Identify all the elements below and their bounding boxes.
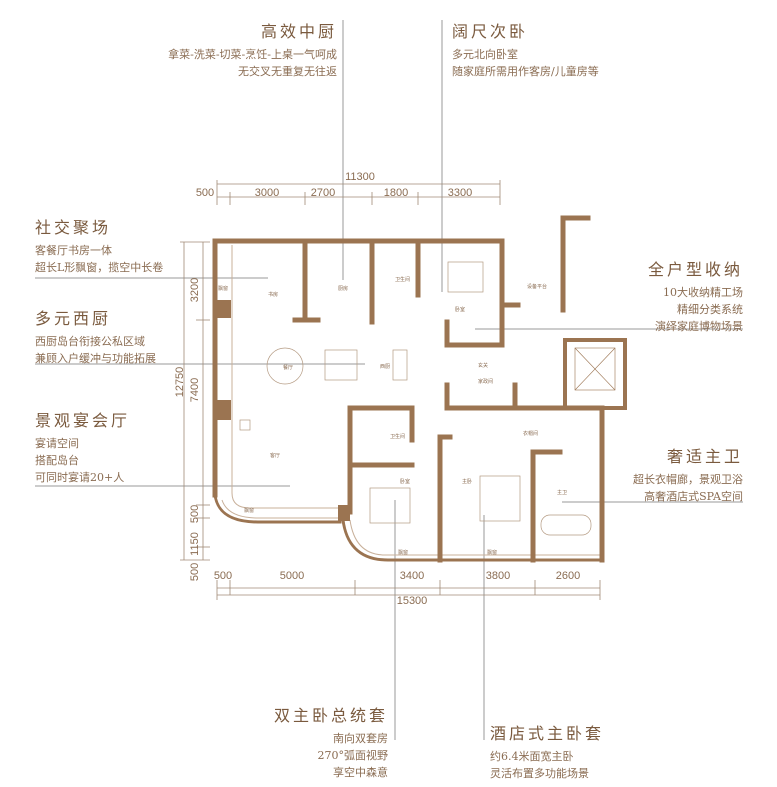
callout-title: 高效中厨 [260,22,337,41]
dim-left: 7400 [189,378,201,402]
callout-line: 多元北向卧室 [452,48,518,61]
dim-left-total: 12750 [174,367,186,398]
column [215,300,231,318]
callout-line: 超长衣帽廊，景观卫浴 [633,473,743,486]
callout-banquet: 景观宴会厅 宴请空间 搭配岛台 可同时宴请20+人 [35,407,130,486]
dimension-lines [180,180,601,600]
callout-line: 无交叉无重复无往返 [238,65,337,78]
room-kitchen: 厨房 [338,285,348,292]
callout-line: 270°弧面视野 [317,749,389,762]
callout-line: 10大收纳精工场 [663,286,743,299]
room-cloak: 衣帽间 [523,430,538,437]
callout-title: 阔尺次卧 [452,22,529,41]
callout-title: 多元西厨 [35,309,112,328]
dim-left: 500 [189,563,201,581]
room-bay: 飘窗 [398,549,408,556]
dim-left: 500 [189,505,201,523]
dim-bottom-total: 15300 [397,595,428,607]
dim-left: 1150 [189,532,201,556]
dim-bottom: 5000 [280,570,304,582]
column [338,505,350,521]
callout-line: 灵活布置多功能场景 [490,767,589,780]
callout-line: 享空中森意 [333,766,388,779]
callout-line: 客餐厅书房一体 [35,244,112,257]
room-west-kitchen: 西厨 [380,364,390,370]
dim-top: 3300 [448,187,472,199]
bed-master [479,475,521,522]
dim-bottom: 500 [214,570,232,582]
dim-left: 3200 [189,278,201,302]
callout-line: 西厨岛台衔接公私区域 [35,335,145,348]
callout-line: 搭配岛台 [35,454,79,467]
callout-line: 南向双套房 [333,732,388,745]
bed-south [369,487,411,524]
dim-bottom: 3400 [400,570,424,582]
dim-top: 3000 [255,187,279,199]
island [324,349,358,381]
room-bay: 飘窗 [487,549,497,556]
room-bedroom-north: 卧室 [455,306,465,313]
callout-line: 高奢酒店式SPA空间 [644,490,743,503]
dim-top: 500 [196,187,214,199]
bed-north [447,261,484,293]
callout-hotel-master: 酒店式主卧套 约6.4米面宽主卧 灵活布置多功能场景 [490,720,604,782]
callout-west-kitchen: 多元西厨 西厨岛台衔接公私区域 兼顾入户缓冲与功能拓展 [35,305,156,367]
callout-title: 景观宴会厅 [35,411,131,430]
walls [212,215,627,563]
callout-line: 宴请空间 [35,437,79,450]
callout-line: 约6.4米面宽主卧 [490,750,574,763]
room-dining: 餐厅 [283,364,293,371]
leader-lines [35,20,743,740]
elevator-icon [574,347,616,391]
room-bath2: 卫生间 [390,433,405,440]
callout-kitchen: 高效中厨 拿菜-洗菜-切菜-烹饪-上桌一气呵成 无交叉无重复无往返 [168,18,337,80]
callout-line: 随家庭所需用作客房/儿童房等 [452,65,599,78]
room-living: 客厅 [270,452,280,459]
room-labels: 书房 厨房 卫生间 卧室 设备平台 餐厅 西厨 玄关 家政间 卫生间 客厅 卧室… [218,276,567,556]
callout-line: 拿菜-洗菜-切菜-烹饪-上桌一气呵成 [168,48,337,61]
windows [221,245,600,556]
callout-title: 双主卧总统套 [273,706,388,725]
bathtub [540,514,592,536]
callout-social: 社交聚场 客餐厅书房一体 超长L形飘窗，揽空中长卷 [35,214,163,276]
callout-title: 酒店式主卧套 [490,724,605,743]
callout-dual-master: 双主卧总统套 南向双套房 270°弧面视野 享空中森意 [274,702,388,781]
furniture [239,261,592,536]
callout-line: 超长L形飘窗，揽空中长卷 [35,261,164,274]
room-master-bath: 主卫 [557,489,567,496]
room-bath1: 卫生间 [395,276,410,283]
callout-title: 全户型收纳 [647,260,743,279]
callout-title: 社交聚场 [35,218,112,237]
room-study: 书房 [268,291,278,298]
room-master: 主卧 [462,478,472,485]
dining-table [266,347,304,385]
room-platform: 设备平台 [527,283,547,290]
callout-master-bath: 奢适主卫 超长衣帽廊，景观卫浴 高奢酒店式SPA空间 [633,443,743,505]
room-bedroom-south: 卧室 [400,478,410,485]
room-utility: 家政间 [478,378,493,385]
dim-top-total: 11300 [345,171,375,183]
callout-line: 兼顾入户缓冲与功能拓展 [35,352,156,365]
callout-second-bedroom: 阔尺次卧 多元北向卧室 随家庭所需用作客房/儿童房等 [452,18,599,80]
callout-line: 可同时宴请20+人 [35,471,125,484]
callout-title: 奢适主卫 [666,447,743,466]
callout-storage: 全户型收纳 10大收纳精工场 精细分类系统 演绎家庭博物场景 [648,256,743,335]
callout-line: 精细分类系统 [677,303,743,316]
callout-line: 演绎家庭博物场景 [655,320,743,333]
column [215,400,231,420]
room-bay: 飘窗 [218,285,228,292]
dim-top: 1800 [384,187,408,199]
dim-bottom: 3800 [486,570,510,582]
dim-top: 2700 [311,187,335,199]
room-foyer: 玄关 [478,362,488,369]
dim-bottom: 2600 [556,570,580,582]
room-bay: 飘窗 [244,507,254,514]
